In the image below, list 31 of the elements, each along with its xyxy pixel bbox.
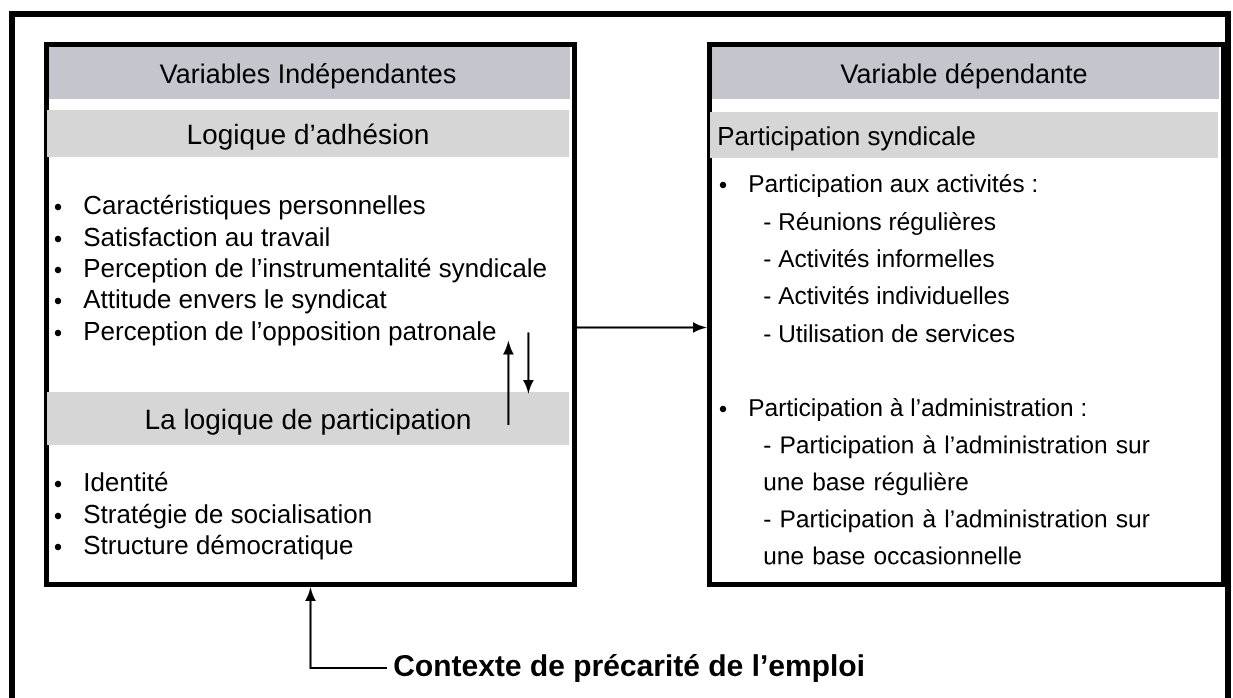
context-label: Contexte de précarité de l’emploi — [394, 653, 863, 683]
list-item: Structure démocratique — [54, 534, 353, 560]
section-band: Logique d’adhésion — [47, 110, 569, 157]
list-item: Participation aux activités : — [719, 173, 1036, 198]
panel-heading: Variable dépendante — [840, 63, 1087, 89]
sub-item: - Activités individuelles — [764, 285, 1009, 305]
list-item: Identité — [54, 471, 168, 492]
section — [47, 392, 569, 560]
list-item: Satisfaction au travail — [54, 227, 329, 247]
list-item: Stratégie de socialisation — [54, 503, 371, 529]
arrow — [523, 331, 534, 392]
list-item: Perception de l’instrumentalité syndicale — [54, 257, 546, 283]
sub-item: - Utilisation de services — [764, 324, 1015, 343]
sub-item: - Activités informelles — [764, 248, 994, 268]
sub-item: - Participation à l’administration sur une base occasionnelle — [764, 509, 1150, 565]
list-item: Participation à l’administration : — [719, 397, 1085, 422]
sub-item: - Participation à l’administration sur une base régulière — [764, 435, 1150, 496]
sub-item: - Réunions régulières — [764, 211, 996, 236]
panel-box — [707, 42, 1226, 587]
section-band: La logique de participation — [47, 392, 569, 445]
panel-box — [44, 42, 577, 587]
arrow — [305, 589, 388, 669]
panel-heading: Variables Indépendantes — [159, 63, 456, 89]
arrow — [503, 343, 514, 426]
section — [47, 110, 569, 346]
list-item: Attitude envers le syndicat — [54, 289, 387, 314]
arrow — [576, 322, 705, 333]
list-item: Perception de l’opposition patronale — [54, 321, 496, 346]
section-band: Participation syndicale — [710, 112, 1218, 158]
list-item: Caractéristiques personnelles — [54, 194, 425, 220]
section — [710, 112, 1218, 565]
